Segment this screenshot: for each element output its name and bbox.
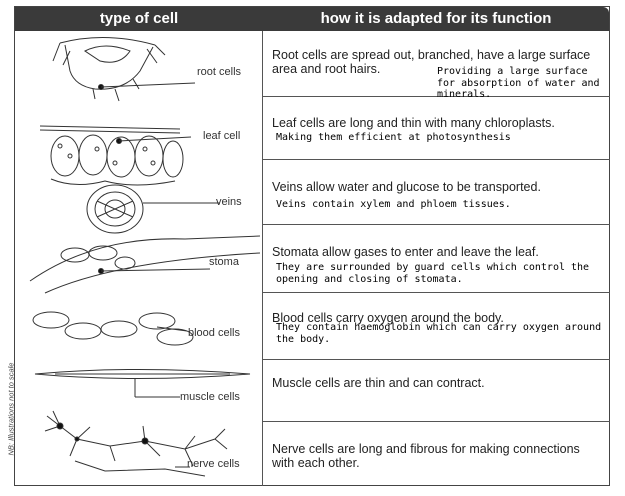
- veins-drawing: [86, 184, 220, 234]
- cell-illustrations: [29, 37, 261, 477]
- desc-root: Root cells are spread out, branched, hav…: [272, 48, 591, 76]
- row-label-blood: blood cells: [188, 327, 240, 339]
- desc-muscle: Muscle cells are thin and can contract.: [272, 376, 485, 390]
- row-divider: [262, 159, 610, 160]
- leaf-cell-drawing: [39, 125, 192, 186]
- row-label-muscle: muscle cells: [180, 391, 240, 403]
- table-header: type of cell how it is adapted for its f…: [15, 7, 609, 31]
- nerve-cells-drawing: [44, 410, 228, 477]
- row-label-stoma: stoma: [209, 256, 239, 268]
- note-root: Providing a large surface for absorption…: [437, 66, 600, 100]
- row-label-leaf: leaf cell: [203, 130, 241, 142]
- row-divider: [262, 96, 610, 97]
- desc-nerve: Nerve cells are long and fibrous for mak…: [272, 442, 580, 470]
- column-divider: [262, 31, 263, 486]
- header-adaptation: how it is adapted for its function: [320, 10, 552, 27]
- row-label-root: root cells: [197, 66, 242, 78]
- row-divider: [262, 421, 610, 422]
- note-blood: They contain haemoglobin which can carry…: [276, 322, 602, 345]
- row-divider: [262, 292, 610, 293]
- header-type-of-cell: type of cell: [99, 10, 179, 27]
- desc-blood: Blood cells carry oxygen around the body…: [272, 311, 504, 325]
- desc-stoma: Stomata allow gases to enter and leave t…: [272, 245, 539, 259]
- root-cell-drawing: [52, 37, 196, 102]
- stoma-drawing: [29, 235, 261, 294]
- note-leaf: Making them efficient at photosynthesis: [276, 132, 511, 143]
- desc-veins: Veins allow water and glucose to be tran…: [272, 180, 541, 194]
- note-stoma: They are surrounded by guard cells which…: [276, 262, 590, 285]
- row-divider: [262, 224, 610, 225]
- row-label-nerve: nerve cells: [187, 458, 240, 470]
- row-divider: [262, 359, 610, 360]
- desc-leaf: Leaf cells are long and thin with many c…: [272, 116, 555, 130]
- blood-cells-drawing: [32, 311, 194, 346]
- muscle-cells-drawing: [34, 369, 251, 398]
- row-label-veins: veins: [216, 196, 242, 208]
- note-veins: Veins contain xylem and phloem tissues.: [276, 199, 511, 210]
